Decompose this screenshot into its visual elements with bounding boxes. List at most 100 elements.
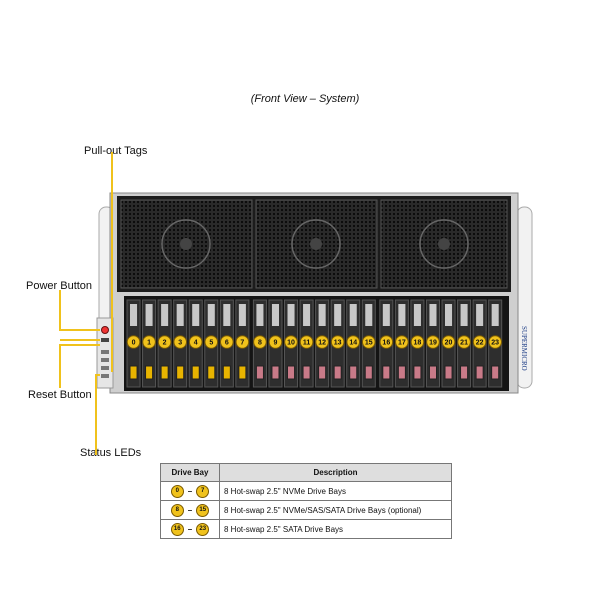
bay-number-label: 6 [225, 340, 229, 347]
bay-number-label: 20 [445, 340, 453, 347]
drive-bay-15[interactable]: 15 [361, 299, 376, 388]
bay-range-end: 15 [196, 503, 210, 517]
drive-bay-9[interactable]: 9 [268, 299, 283, 388]
bay-number-label: 1 [147, 340, 151, 347]
drive-bay-20[interactable]: 20 [441, 299, 456, 388]
bay-range: 8–15 [160, 500, 220, 520]
callout-line-status-leds [95, 374, 100, 455]
drive-bay-2[interactable]: 2 [157, 299, 172, 388]
drive-latch[interactable] [176, 304, 184, 326]
drive-bay-12[interactable]: 12 [315, 299, 330, 388]
drive-bay-19[interactable]: 19 [425, 299, 441, 388]
pull-out-tag[interactable] [397, 365, 406, 380]
drive-bay-22[interactable]: 22 [472, 299, 487, 388]
drive-bay-4[interactable]: 4 [188, 299, 203, 388]
drive-bay-23[interactable]: 23 [488, 299, 503, 388]
drive-latch[interactable] [303, 304, 311, 326]
drive-latch[interactable] [130, 304, 138, 326]
bay-number-label: 10 [287, 340, 295, 347]
bay-number-label: 17 [398, 340, 406, 347]
drive-latch[interactable] [318, 304, 326, 326]
drive-latch[interactable] [256, 304, 264, 326]
pull-out-tag[interactable] [207, 365, 216, 380]
pull-out-tag[interactable] [364, 365, 373, 380]
power-button[interactable] [101, 326, 109, 334]
pull-out-tag[interactable] [444, 365, 453, 380]
bay-number-label: 22 [476, 340, 484, 347]
drive-latch[interactable] [382, 304, 390, 326]
drive-bay-21[interactable]: 21 [457, 299, 472, 388]
pull-out-tag[interactable] [382, 365, 391, 380]
drive-bay-16[interactable]: 16 [379, 299, 394, 388]
drive-bay-5[interactable]: 5 [204, 299, 219, 388]
drive-latch[interactable] [223, 304, 231, 326]
bay-number-badge [379, 335, 394, 349]
drive-latch[interactable] [192, 304, 200, 326]
pull-out-tag[interactable] [176, 365, 185, 380]
drive-latch[interactable] [238, 304, 246, 326]
drive-latch[interactable] [398, 304, 406, 326]
drive-latch[interactable] [476, 304, 484, 326]
bay-number-badge [253, 335, 267, 349]
pull-out-tag[interactable] [491, 365, 500, 380]
pull-out-tag[interactable] [413, 365, 422, 380]
status-led [101, 350, 109, 354]
drive-bay-1[interactable]: 1 [142, 299, 157, 388]
bay-number-label: 4 [194, 340, 198, 347]
drive-latch[interactable] [161, 304, 169, 326]
fan-2-icon [291, 219, 341, 269]
pull-out-tag[interactable] [333, 365, 342, 380]
fan-3-icon [419, 219, 469, 269]
pull-out-tag[interactable] [255, 365, 264, 380]
drive-bay-14[interactable]: 14 [346, 299, 361, 388]
drive-latch[interactable] [287, 304, 295, 326]
drive-latch[interactable] [445, 304, 453, 326]
pull-out-tag[interactable] [238, 365, 247, 380]
drive-bay-13[interactable]: 13 [330, 299, 345, 388]
drive-latch[interactable] [349, 304, 357, 326]
drive-bay-3[interactable]: 3 [173, 299, 188, 388]
drive-bay-10[interactable]: 10 [284, 299, 299, 388]
drive-bay-6[interactable]: 6 [219, 299, 234, 388]
drive-bay-11[interactable]: 11 [299, 299, 314, 388]
bay-number-label: 2 [163, 340, 167, 347]
pull-out-tag[interactable] [191, 365, 200, 380]
callout-pullout-tags: Pull-out Tags [84, 145, 148, 157]
bay-number-label: 14 [349, 340, 357, 347]
drive-latch[interactable] [145, 304, 153, 326]
drive-latch[interactable] [460, 304, 468, 326]
pull-out-tag[interactable] [460, 365, 469, 380]
fan-3-hub [438, 238, 450, 250]
drive-latch[interactable] [365, 304, 373, 326]
reset-button[interactable] [101, 338, 109, 342]
pull-out-tag[interactable] [271, 365, 280, 380]
pull-out-tag[interactable] [302, 365, 311, 380]
bay-number-badge [361, 335, 376, 349]
drive-bay-0[interactable]: 0 [126, 299, 141, 388]
bay-number-label: 19 [429, 340, 437, 347]
bay-number-label: 3 [178, 340, 182, 347]
bay-number-label: 8 [258, 340, 262, 347]
drive-latch[interactable] [207, 304, 215, 326]
pull-out-tag[interactable] [222, 365, 231, 380]
pull-out-tag[interactable] [160, 365, 169, 380]
drive-bay-7[interactable]: 7 [235, 299, 250, 388]
pull-out-tag[interactable] [129, 365, 138, 380]
drive-bay-8[interactable]: 8 [252, 299, 267, 388]
pull-out-tag[interactable] [318, 365, 327, 380]
bay-number-label: 5 [209, 340, 213, 347]
pull-out-tag[interactable] [349, 365, 358, 380]
drive-latch[interactable] [271, 304, 279, 326]
bay-number-badge [472, 335, 487, 349]
pull-out-tag[interactable] [145, 365, 154, 380]
pull-out-tag[interactable] [287, 365, 296, 380]
drive-latch[interactable] [429, 304, 437, 326]
drive-latch[interactable] [491, 304, 499, 326]
drive-latch[interactable] [413, 304, 421, 326]
drive-bay-17[interactable]: 17 [394, 299, 409, 388]
pull-out-tag[interactable] [428, 365, 438, 380]
pull-out-tag[interactable] [475, 365, 484, 380]
fan-1-hub [180, 238, 192, 250]
drive-latch[interactable] [334, 304, 342, 326]
drive-bay-18[interactable]: 18 [410, 299, 425, 388]
